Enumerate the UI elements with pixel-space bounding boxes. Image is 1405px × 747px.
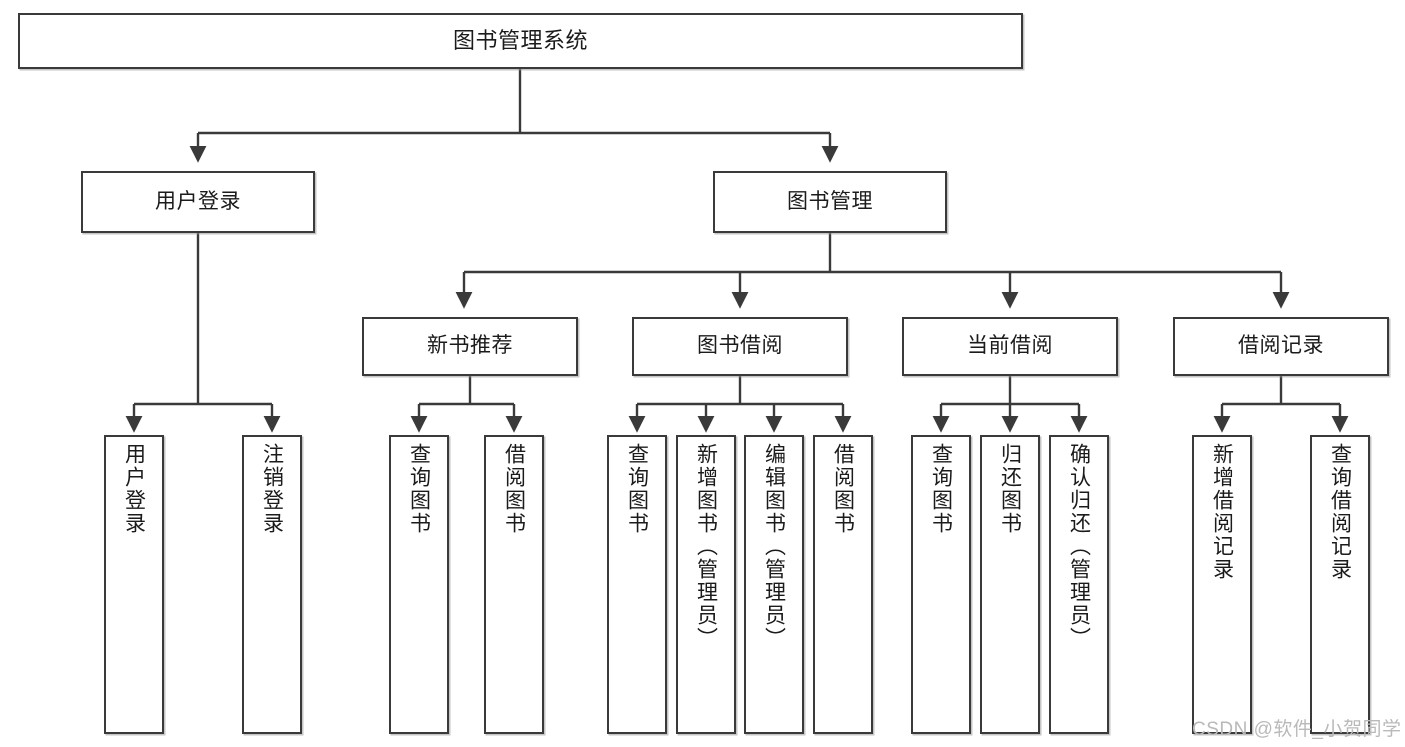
node-label: 查询图书 bbox=[407, 443, 431, 535]
node-label: 借阅图书 bbox=[502, 443, 526, 535]
leaf-borrow-book-recommend[interactable]: 借阅图书 bbox=[484, 435, 544, 734]
node-label: 归还图书 bbox=[998, 443, 1022, 535]
leaf-query-book-borrow[interactable]: 查询图书 bbox=[607, 435, 667, 734]
node-label: 查询图书 bbox=[929, 443, 953, 535]
node-label: 图书管理系统 bbox=[452, 28, 588, 54]
node-label: 用户登录 bbox=[122, 443, 146, 535]
node-label: 新增图书（管理员） bbox=[694, 443, 718, 650]
node-book-borrow[interactable]: 图书借阅 bbox=[632, 317, 848, 376]
node-book-management[interactable]: 图书管理 bbox=[713, 171, 947, 233]
leaf-add-borrow-record[interactable]: 新增借阅记录 bbox=[1192, 435, 1252, 734]
leaf-user-login[interactable]: 用户登录 bbox=[104, 435, 164, 734]
node-current-borrow[interactable]: 当前借阅 bbox=[902, 317, 1118, 376]
node-label: 图书管理 bbox=[787, 189, 873, 213]
node-label: 确认归还（管理员） bbox=[1067, 443, 1091, 650]
leaf-edit-book-admin[interactable]: 编辑图书（管理员） bbox=[744, 435, 804, 734]
node-label: 图书借阅 bbox=[697, 334, 783, 358]
leaf-query-book-current[interactable]: 查询图书 bbox=[911, 435, 971, 734]
node-borrow-record[interactable]: 借阅记录 bbox=[1173, 317, 1389, 376]
node-label: 注销登录 bbox=[260, 443, 284, 535]
node-label: 查询图书 bbox=[625, 443, 649, 535]
node-label: 借阅记录 bbox=[1238, 334, 1324, 358]
leaf-borrow-book[interactable]: 借阅图书 bbox=[813, 435, 873, 734]
node-label: 编辑图书（管理员） bbox=[762, 443, 786, 650]
leaf-query-book-recommend[interactable]: 查询图书 bbox=[389, 435, 449, 734]
node-label: 借阅图书 bbox=[831, 443, 855, 535]
leaf-query-borrow-record[interactable]: 查询借阅记录 bbox=[1310, 435, 1370, 734]
node-user-login[interactable]: 用户登录 bbox=[81, 171, 315, 233]
node-new-book-recommend[interactable]: 新书推荐 bbox=[362, 317, 578, 376]
node-label: 查询借阅记录 bbox=[1328, 443, 1352, 581]
leaf-add-book-admin[interactable]: 新增图书（管理员） bbox=[676, 435, 736, 734]
csdn-watermark: CSDN @软件_小贺同学 bbox=[1192, 719, 1402, 740]
node-label: 新增借阅记录 bbox=[1210, 443, 1234, 581]
leaf-return-book[interactable]: 归还图书 bbox=[980, 435, 1040, 734]
leaf-confirm-return-admin[interactable]: 确认归还（管理员） bbox=[1049, 435, 1109, 734]
node-label: 新书推荐 bbox=[427, 334, 513, 358]
node-label: 用户登录 bbox=[155, 189, 241, 213]
leaf-logout-login[interactable]: 注销登录 bbox=[242, 435, 302, 734]
node-root-system[interactable]: 图书管理系统 bbox=[18, 13, 1023, 69]
node-label: 当前借阅 bbox=[967, 334, 1053, 358]
